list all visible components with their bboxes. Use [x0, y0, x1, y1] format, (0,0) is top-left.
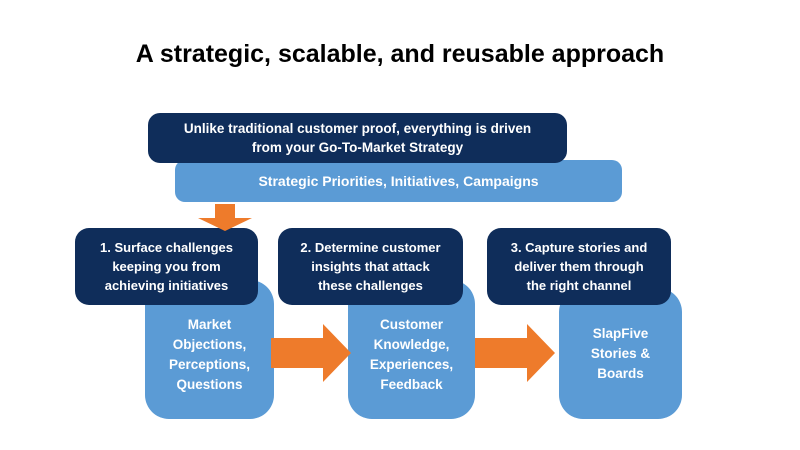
step-box-3: 3. Capture stories and deliver them thro… [487, 228, 671, 305]
slide-title: A strategic, scalable, and reusable appr… [135, 40, 665, 68]
driver-box: Unlike traditional customer proof, every… [148, 113, 567, 163]
strategy-bar: Strategic Priorities, Initiatives, Campa… [175, 160, 622, 202]
strategy-bar-label: Strategic Priorities, Initiatives, Campa… [258, 173, 539, 189]
step-box-1: 1. Surface challenges keeping you from a… [75, 228, 258, 305]
flow-down-arrow-icon [198, 204, 252, 231]
output-box-3: SlapFive Stories & Boards [559, 288, 682, 419]
flow-right-arrow-icon-1 [271, 324, 351, 382]
step-box-2: 2. Determine customer insights that atta… [278, 228, 463, 305]
flow-right-arrow-icon-2 [475, 324, 555, 382]
